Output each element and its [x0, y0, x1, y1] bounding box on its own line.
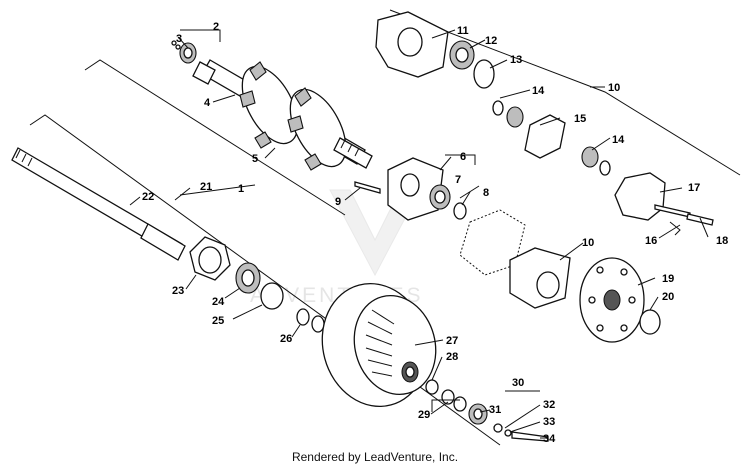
callout-label: 11: [457, 25, 469, 37]
callout-label: 18: [716, 235, 728, 247]
seal-bearing-parts: [171, 29, 221, 64]
callout-label: 8: [483, 187, 489, 199]
callout-labels: 1 2 3 4 5 6 7 8 9 10 10 11 12 13 14 14 1…: [142, 21, 728, 445]
brake-assembly: [354, 157, 571, 309]
callout-label: 1: [238, 183, 244, 195]
callout-label: 12: [485, 35, 497, 47]
callout-label: 27: [446, 335, 458, 347]
callout-label: 23: [172, 285, 184, 297]
callout-label: 29: [418, 409, 430, 421]
callout-label: 26: [280, 333, 292, 345]
render-credit: Rendered by LeadVenture, Inc.: [291, 450, 459, 464]
callout-label: 28: [446, 351, 458, 363]
brake-disc: [579, 257, 661, 343]
callout-label: 3: [176, 33, 182, 45]
callout-label: 16: [645, 235, 657, 247]
chaincase-assembly: [375, 11, 714, 236]
callout-label: 30: [512, 377, 524, 389]
callout-label: 19: [662, 273, 674, 285]
jackshaft: [11, 147, 186, 261]
callout-label: 14: [532, 85, 545, 97]
callout-label: 13: [510, 54, 522, 66]
callout-label: 20: [662, 291, 674, 303]
bracket-6: [445, 154, 476, 165]
callout-label: 24: [212, 296, 225, 308]
callout-label: 14: [612, 134, 625, 146]
callout-label: 2: [213, 21, 219, 33]
callout-label: 10: [582, 237, 594, 249]
callout-label: 21: [200, 181, 212, 193]
callout-label: 5: [252, 153, 258, 165]
callout-label: 9: [335, 196, 341, 208]
driven-clutch: [321, 282, 437, 408]
callout-label: 6: [460, 151, 466, 163]
callout-label: 32: [543, 399, 555, 411]
callout-label: 15: [574, 113, 586, 125]
callout-label: 17: [688, 182, 700, 194]
callout-label: 7: [455, 174, 461, 186]
callout-label: 25: [212, 315, 224, 327]
callout-label: 22: [142, 191, 154, 203]
bracket-29: [431, 399, 460, 412]
bearing-flange-parts: [189, 236, 325, 333]
drive-shaft-assembly: [192, 59, 373, 171]
callout-label: 10: [608, 82, 620, 94]
clutch-hardware: [425, 379, 549, 442]
callout-label: 34: [543, 433, 556, 445]
callout-label: 31: [489, 404, 501, 416]
leader-lines: [129, 29, 709, 439]
callout-label: 33: [543, 416, 555, 428]
callout-label: 4: [204, 97, 211, 109]
